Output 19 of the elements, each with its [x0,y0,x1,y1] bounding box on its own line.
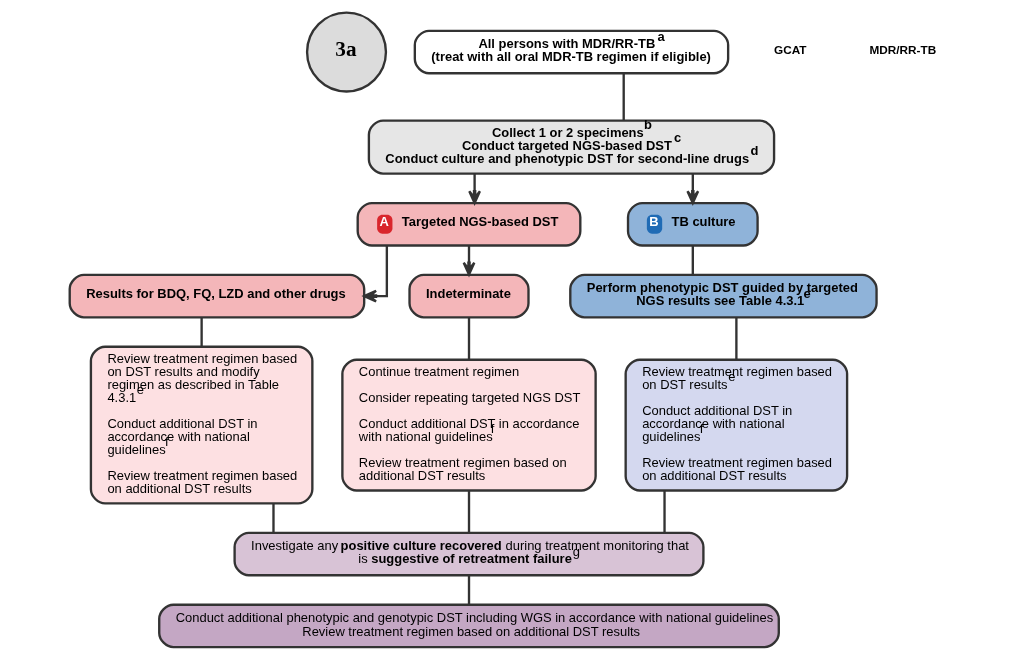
node-box: Conduct additional phenotypic and genotypic DST including WGS in accordance with national guidelines Review treatment regimen based on additional DST results [158,603,780,649]
connector [272,503,275,533]
connector [467,490,471,533]
connector [467,317,471,360]
connector [200,317,203,347]
label: GCAT [774,42,807,56]
label: MDR/RR-TB [869,42,937,56]
node-circle: 3a [305,11,388,93]
node-box: B TB culture [626,201,759,247]
node-box: A Targeted NGS-based DST [356,201,582,247]
connector [622,73,625,121]
connector [735,317,738,360]
connector [691,245,694,275]
connector [663,490,666,533]
arrow [363,245,389,303]
node-box: Indeterminate [408,273,530,319]
arrow [468,173,482,205]
connector [467,575,471,605]
node-box: Results for BDQ, FQ, LZD and other drugs [68,273,366,319]
